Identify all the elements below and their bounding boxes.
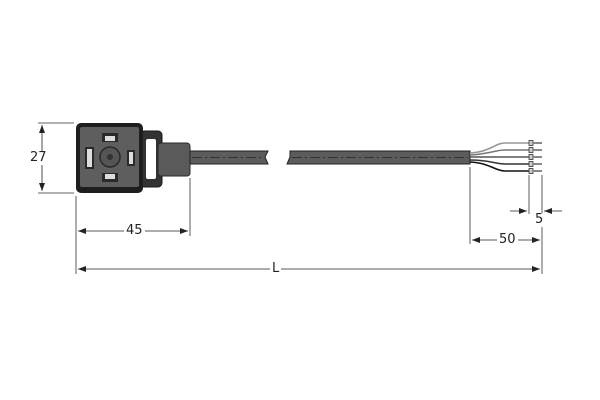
connector-latch	[139, 130, 163, 188]
dimension-total-length-label: L	[270, 261, 282, 276]
strain-relief	[157, 142, 191, 177]
dimension-height-label: 27	[28, 150, 49, 165]
cable-segment-left	[189, 150, 269, 165]
wires	[469, 140, 542, 174]
dimension-connector-length-label: 45	[124, 223, 145, 238]
dimension-ferrule-label: 5	[533, 212, 546, 227]
connector-body	[76, 123, 143, 193]
cable-segment-right	[286, 150, 471, 165]
dimension-wire-strip-label: 50	[497, 232, 518, 247]
